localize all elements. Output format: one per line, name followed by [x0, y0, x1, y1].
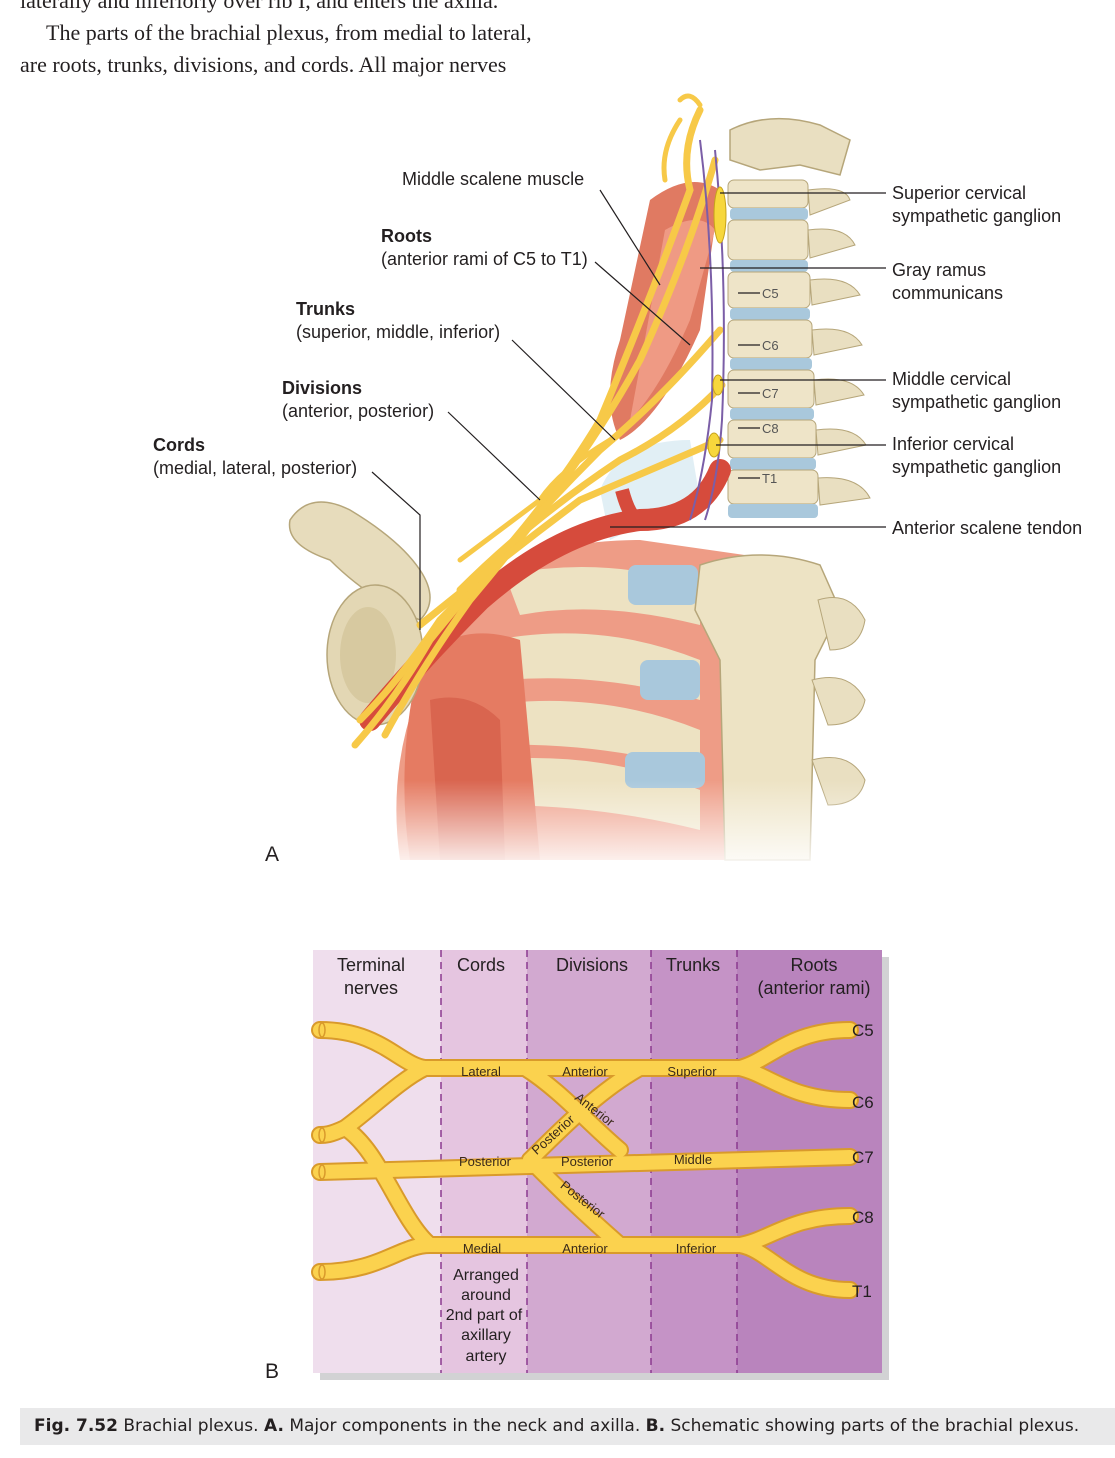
label-middle-scalene: Middle scalene muscle	[402, 169, 585, 189]
label-roots-sub: (anterior rami of C5 to T1)	[381, 249, 588, 269]
header-trunks: Trunks	[666, 955, 720, 975]
trunk-label-superior: Superior	[667, 1064, 717, 1079]
vertebra-label-c6: C6	[762, 338, 779, 353]
nerve-cut-ends	[318, 1022, 326, 1280]
note-line-5: artery	[466, 1348, 507, 1365]
root-label-c6: C6	[852, 1093, 874, 1112]
schematic-nerves	[311, 1021, 859, 1299]
label-inferior-ganglion-1: Inferior cervical	[892, 434, 1015, 454]
label-anterior-scalene: Anterior scalene tendon	[892, 518, 1083, 538]
root-label-c7: C7	[852, 1148, 874, 1167]
label-inferior-ganglion-2: sympathetic ganglion	[892, 457, 1062, 477]
label-trunks-sub: (superior, middle, inferior)	[296, 322, 501, 342]
schematic-shadow	[320, 957, 889, 1380]
leader-lines	[371, 189, 886, 630]
cord-label-medial: Medial	[463, 1241, 501, 1256]
column-divisions	[527, 950, 651, 1373]
label-divisions-sub: (anterior, posterior)	[282, 401, 435, 421]
subclavian-artery	[359, 459, 731, 731]
header-terminal-1: Terminal	[337, 955, 405, 975]
column-dividers	[440, 950, 738, 1373]
header-divisions: Divisions	[556, 955, 628, 975]
division-label-middle-posterior: Posterior	[561, 1154, 614, 1169]
cord-label-posterior: Posterior	[459, 1154, 512, 1169]
note-line-2: around	[461, 1287, 511, 1304]
division-label-inferior-posterior-diagonal: Posterior	[558, 1178, 609, 1222]
division-label-inferior-anterior: Anterior	[562, 1241, 608, 1256]
label-middle-ganglion-1: Middle cervical	[892, 369, 1012, 389]
label-gray-ramus-2: communicans	[892, 283, 1004, 303]
vertebra-label-c7: C7	[762, 386, 779, 401]
label-trunks-title: Trunks	[296, 299, 356, 319]
division-label-superior-anterior: Anterior	[562, 1064, 608, 1079]
root-label-c5: C5	[852, 1021, 874, 1040]
label-superior-ganglion-1: Superior cervical	[892, 183, 1027, 203]
vertebra-label-t1: T1	[762, 471, 777, 486]
panel-label-b: B	[265, 1360, 280, 1383]
label-roots-title: Roots	[381, 226, 432, 246]
note-line-4: axillary	[461, 1327, 511, 1344]
column-trunks	[651, 950, 737, 1373]
cord-label-lateral: Lateral	[461, 1064, 501, 1079]
column-cords	[441, 950, 527, 1373]
sympathetic-trunk	[689, 139, 727, 521]
label-superior-ganglion-2: sympathetic ganglion	[892, 206, 1062, 226]
vertebra-label-c8: C8	[762, 421, 779, 436]
note-line-3: 2nd part of	[446, 1307, 523, 1324]
header-roots-1: Roots	[790, 955, 837, 975]
body-text-line-1: laterally and inferiorly over rib I, and…	[20, 0, 499, 13]
label-cords-sub: (medial, lateral, posterior)	[153, 458, 358, 478]
root-label-c8: C8	[852, 1208, 874, 1227]
brachial-plexus-nerves	[351, 93, 726, 749]
costal-cartilage	[640, 660, 700, 700]
trunk-label-middle: Middle	[674, 1152, 712, 1167]
division-label-middle-posterior-diagonal: Posterior	[529, 1111, 578, 1157]
costal-cartilage	[625, 752, 705, 788]
note-line-1: Arranged	[453, 1267, 519, 1284]
column-terminal-nerves	[313, 950, 441, 1373]
trunk-label-inferior: Inferior	[676, 1241, 717, 1256]
body-text-line-2: The parts of the brachial plexus, from m…	[46, 20, 532, 45]
panel-label-a: A	[265, 843, 280, 866]
label-gray-ramus-1: Gray ramus	[892, 260, 987, 280]
body-text-line-3: are roots, trunks, divisions, and cords.…	[20, 52, 507, 77]
label-cords-title: Cords	[153, 435, 206, 455]
column-roots	[737, 950, 882, 1373]
label-middle-ganglion-2: sympathetic ganglion	[892, 392, 1062, 412]
header-terminal-2: nerves	[344, 978, 398, 998]
label-divisions-title: Divisions	[282, 378, 363, 398]
costal-cartilage	[628, 565, 698, 605]
header-cords: Cords	[457, 955, 505, 975]
division-label-superior-posterior-diagonal: Anterior	[572, 1090, 618, 1130]
root-label-t1: T1	[852, 1282, 872, 1301]
vertebra-label-c5: C5	[762, 286, 779, 301]
figure-caption: Fig. 7.52 Brachial plexus. A. Major comp…	[20, 1408, 1115, 1445]
figure-a-illustration: C5 C6 C7 C8 T1	[280, 93, 900, 875]
header-roots-2: (anterior rami)	[757, 978, 870, 998]
